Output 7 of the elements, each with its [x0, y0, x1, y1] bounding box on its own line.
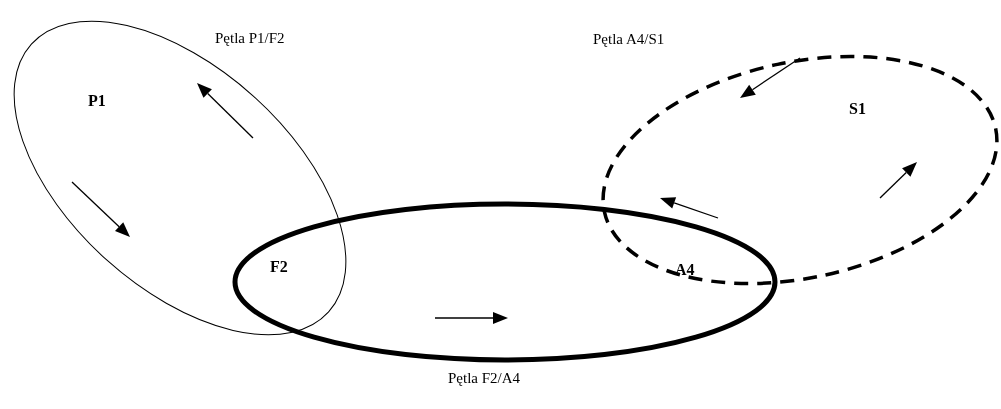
loop-title: Pętla A4/S1 [593, 31, 665, 48]
loop-title: Pętla F2/A4 [448, 370, 521, 387]
point-label: F2 [270, 258, 288, 276]
point-label: P1 [88, 92, 106, 110]
point-label: A4 [675, 261, 695, 279]
loop-title: Pętla P1/F2 [215, 30, 285, 47]
point-label: S1 [849, 100, 866, 118]
